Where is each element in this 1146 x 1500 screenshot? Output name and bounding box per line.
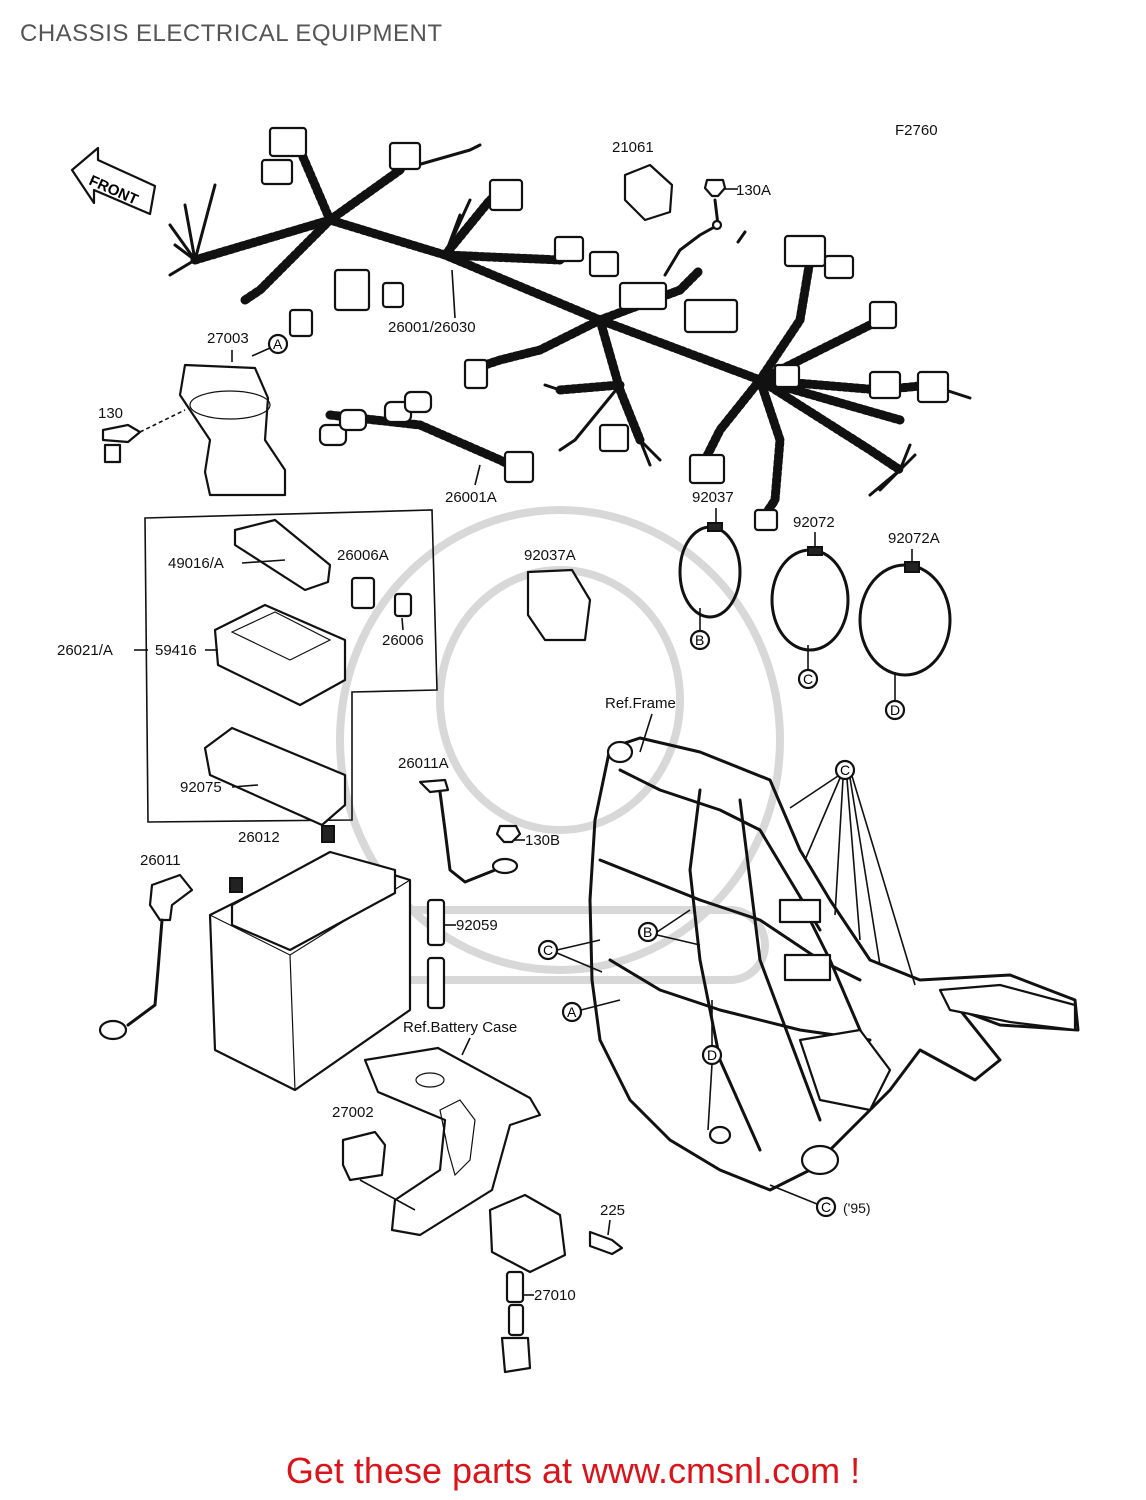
frame-reference-markers: C B C A D C ('95) [537, 759, 916, 1218]
label-26006a: 26006A [337, 547, 389, 564]
bolt-130a: 130A [663, 178, 771, 277]
label-26011: 26011 [140, 852, 181, 869]
svg-text:B: B [695, 632, 704, 648]
front-direction-arrow: FRONT [70, 146, 157, 216]
battery-cable-26011: 26011 [98, 852, 194, 1041]
strap-92072: 92072 [770, 514, 850, 670]
svg-text:D: D [707, 1047, 717, 1063]
label-92075: 92075 [180, 779, 222, 796]
label-92072a: 92072A [888, 530, 940, 547]
label-ref-battery-case: Ref.Battery Case [403, 1019, 517, 1036]
label-26001-26030: 26001/26030 [388, 319, 476, 336]
label-21061: 21061 [612, 139, 654, 156]
svg-text:C: C [821, 1199, 831, 1215]
starter-relay-27010: 27010 225 [488, 1193, 625, 1374]
battery-cable-26011a: 26011A 130B [398, 755, 560, 884]
label-ref-frame: Ref.Frame [605, 695, 676, 712]
svg-text:C: C [840, 762, 850, 778]
horn-27003: 27003 130 [98, 330, 287, 497]
battery-kit-box: 49016/A 26006A 26006 59416 26021/A 92075 [57, 509, 438, 827]
svg-text:C: C [543, 942, 553, 958]
relay-21061: 21061 [612, 139, 674, 222]
label-92072: 92072 [793, 514, 835, 531]
battery-26012: 26012 [208, 825, 412, 1092]
label-130b: 130B [525, 832, 560, 849]
harness-connectors [260, 126, 950, 532]
footer-link[interactable]: Get these parts at www.cmsnl.com ! [285, 1450, 861, 1491]
svg-text:A: A [567, 1004, 577, 1020]
tube-92059: 92059 [426, 898, 498, 1010]
relay-27002: 27002 [332, 1104, 416, 1211]
label-59416: 59416 [155, 642, 197, 659]
exploded-parts-diagram: F2760 FRONT [57, 122, 1080, 1374]
label-26012: 26012 [238, 829, 280, 846]
label-92037a: 92037A [524, 547, 576, 564]
svg-text:B: B [643, 924, 652, 940]
label-year-95: ('95) [843, 1200, 871, 1216]
label-49016-a: 49016/A [168, 555, 224, 572]
label-26011a: 26011A [398, 755, 449, 772]
label-92037: 92037 [692, 489, 734, 506]
svg-text:D: D [890, 702, 900, 718]
strap-92072a: 92072A [858, 530, 952, 700]
page-title: CHASSIS ELECTRICAL EQUIPMENT [20, 20, 443, 47]
label-27010: 27010 [534, 1287, 576, 1304]
label-130: 130 [98, 405, 123, 422]
motorcycle-frame: Ref.Frame [588, 695, 1080, 1192]
figure-code: F2760 [895, 122, 938, 139]
label-27002: 27002 [332, 1104, 374, 1121]
label-130a: 130A [736, 182, 771, 199]
label-92059: 92059 [456, 917, 498, 934]
strap-reference-markers: B C D [689, 629, 906, 721]
battery-case-bracket: Ref.Battery Case [363, 1019, 542, 1237]
label-26006: 26006 [382, 632, 424, 649]
reference-marker-a-horn: A [251, 333, 289, 357]
svg-text:C: C [803, 671, 813, 687]
label-26001a: 26001A [445, 489, 497, 506]
label-225: 225 [600, 1202, 625, 1219]
strap-92037: 92037 [678, 489, 742, 632]
clamp-92037a: 92037A [524, 547, 592, 642]
label-26021-a: 26021/A [57, 642, 113, 659]
label-27003: 27003 [207, 330, 249, 347]
svg-text:A: A [273, 336, 283, 352]
